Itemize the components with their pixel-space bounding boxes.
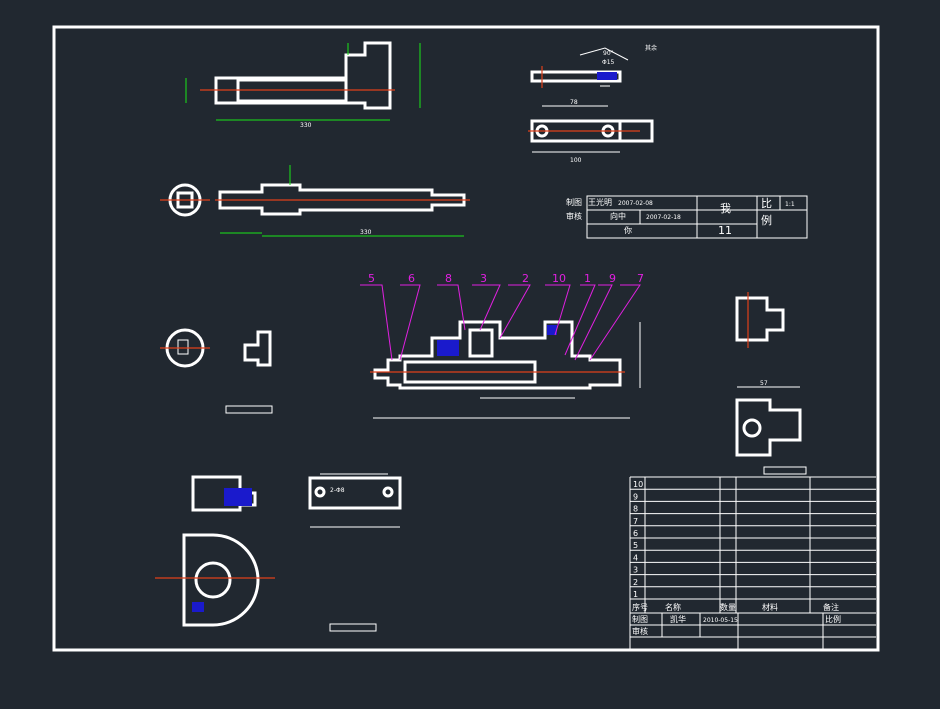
block-width-label: 57 bbox=[760, 380, 768, 387]
parts-row-number: 4 bbox=[633, 553, 638, 562]
balloon-6: 6 bbox=[408, 272, 415, 285]
svg-text:330: 330 bbox=[300, 122, 312, 129]
parts-row-number: 7 bbox=[633, 517, 638, 526]
balloon-9: 9 bbox=[609, 272, 616, 285]
parts-list: 10 9 8 7 6 5 4 3 2 1 序号 名称 数量 材料 备注 制图 凯华 2010-05… bbox=[629, 476, 876, 650]
scale-label-1: 比 bbox=[761, 197, 772, 210]
checked-by: 向中 bbox=[610, 211, 626, 221]
balloon-5: 5 bbox=[368, 272, 375, 285]
balloon-3: 3 bbox=[480, 272, 487, 285]
parts-row-number: 8 bbox=[633, 505, 638, 514]
part-top-left-view: 330 bbox=[185, 41, 421, 129]
balloon-8: 8 bbox=[445, 272, 452, 285]
header-name: 名称 bbox=[665, 602, 681, 612]
pl-checked-label: 审核 bbox=[632, 626, 648, 636]
balloon-1: 1 bbox=[584, 272, 591, 285]
pl-drawn-by: 凯华 bbox=[670, 614, 686, 624]
shaft-length-label: 330 bbox=[360, 229, 372, 236]
angle-label: 90° bbox=[603, 50, 614, 57]
title-name-right: 我 bbox=[720, 202, 731, 215]
parts-row-number: 2 bbox=[633, 578, 638, 587]
balloon-leaders bbox=[360, 284, 641, 361]
hole-label: 2-Φ8 bbox=[330, 487, 345, 494]
parts-row-number: 3 bbox=[633, 566, 638, 575]
roughness-label: 其余 bbox=[645, 44, 657, 52]
parts-row-number: 9 bbox=[633, 492, 638, 501]
balloon-10: 10 bbox=[552, 272, 566, 285]
balloon-numbers: 5 6 8 3 2 10 1 9 7 bbox=[368, 272, 644, 285]
drawing-number: 11 bbox=[718, 224, 732, 237]
header-remark: 备注 bbox=[823, 602, 839, 612]
part-shaft-views: 330 bbox=[160, 165, 470, 237]
checked-date: 2007-02-18 bbox=[646, 214, 681, 221]
header-qty: 数量 bbox=[720, 602, 736, 612]
pl-drawn-date: 2010-05-15 bbox=[703, 617, 738, 624]
parts-row-number: 6 bbox=[633, 529, 638, 538]
checked-label: 审核 bbox=[566, 211, 582, 221]
drawn-by: 王光明 bbox=[588, 197, 612, 207]
part-small-left bbox=[160, 328, 273, 414]
balloon-7: 7 bbox=[637, 272, 644, 285]
drawn-label: 制图 bbox=[566, 197, 582, 207]
assembly-view bbox=[360, 284, 641, 419]
part-plate-views: 90° Φ15 其余 78 100 bbox=[528, 44, 657, 164]
parts-row-number: 10 bbox=[633, 480, 643, 489]
drawn-date: 2007-02-08 bbox=[618, 200, 653, 207]
plate-width-label: 78 bbox=[570, 99, 578, 106]
drawing-border bbox=[52, 25, 880, 652]
scale-value: 1:1 bbox=[785, 201, 795, 208]
part-support-views: 2-Φ8 bbox=[155, 473, 402, 632]
scale-label-2: 例 bbox=[761, 213, 772, 227]
title-name-left: 你 bbox=[624, 225, 632, 235]
plate-length-label: 100 bbox=[570, 157, 582, 164]
pl-drawn-label: 制图 bbox=[632, 614, 648, 624]
title-block: 制图 王光明 2007-02-08 审核 向中 2007-02-18 你 我 1… bbox=[566, 195, 808, 239]
part-block-views: 57 bbox=[735, 292, 807, 475]
dia-label: Φ15 bbox=[602, 59, 615, 66]
parts-row-number: 1 bbox=[633, 590, 638, 599]
header-no: 序号 bbox=[632, 602, 648, 612]
header-material: 材料 bbox=[762, 602, 778, 612]
pl-scale-label: 比例 bbox=[825, 614, 841, 624]
balloon-2: 2 bbox=[522, 272, 529, 285]
parts-row-number: 5 bbox=[633, 541, 638, 550]
